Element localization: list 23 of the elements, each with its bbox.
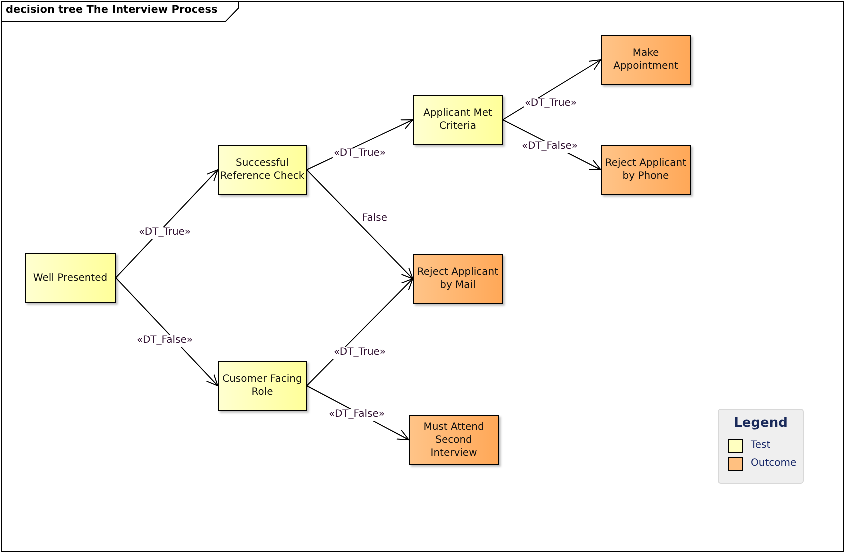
edge-label: «DT_True» (332, 347, 388, 359)
arrow (306, 278, 414, 386)
outcome-box: Reject Applicant by Phone (601, 145, 691, 195)
edge-label: «DT_True» (138, 227, 192, 239)
test-box: Well Presented (25, 253, 116, 303)
arrow (306, 170, 414, 280)
test-box: Applicant Met Criteria (413, 95, 503, 145)
test-box: Successful Reference Check (218, 145, 307, 195)
outcome-box: Make Appointment (601, 35, 691, 85)
edge-label: «DT_False» (136, 335, 194, 347)
edge-label: «DT_True» (332, 148, 388, 160)
edge-label: «DT_False» (521, 141, 579, 153)
outcome-box: Must Attend Second Interview (409, 415, 499, 465)
legend-title: Legend (733, 416, 789, 431)
outcome-box: Reject Applicant by Mail (413, 254, 503, 304)
frame-title: decision tree The Interview Process (6, 4, 218, 16)
legend-label: Outcome (751, 458, 797, 469)
edge-label: «DT_False» (328, 409, 386, 421)
legend-label: Test (751, 440, 771, 451)
edge-label: «DT_True» (524, 98, 578, 110)
test-box: Cusomer Facing Role (218, 361, 307, 411)
arrow (116, 278, 218, 386)
arrow (116, 170, 218, 278)
